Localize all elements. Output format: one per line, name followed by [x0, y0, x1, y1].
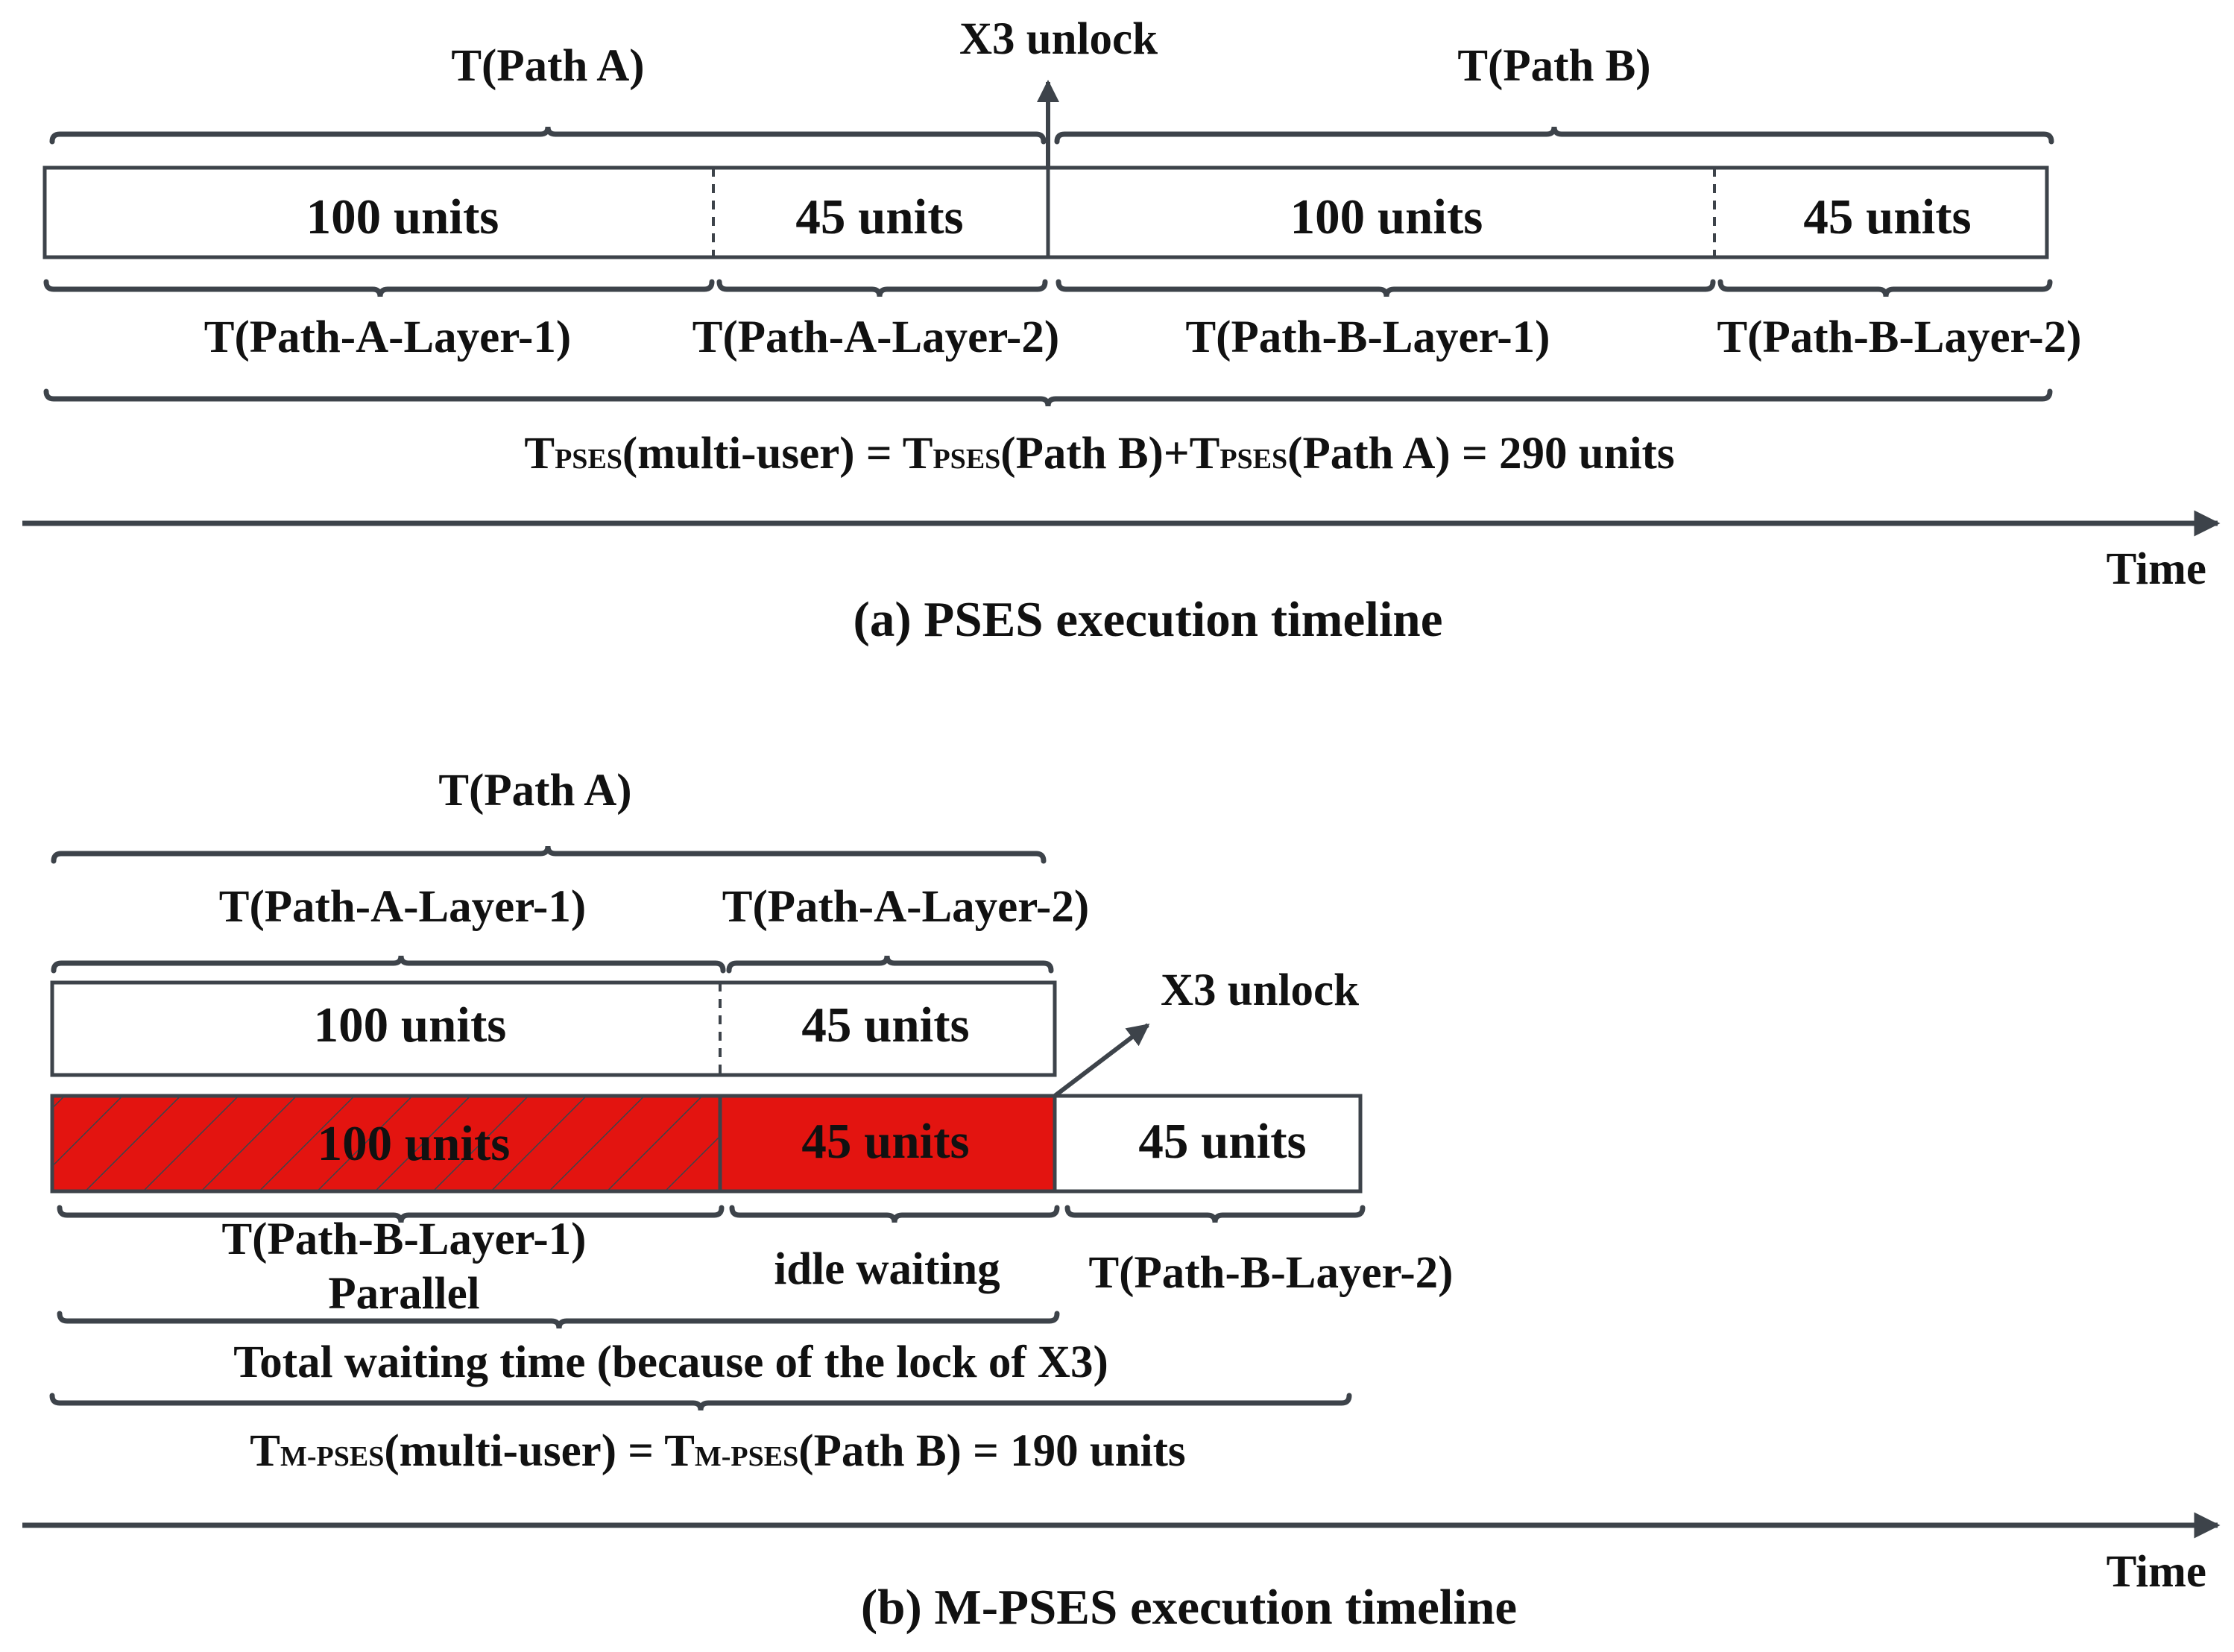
path-b-brace [1054, 126, 2054, 145]
path-b-box [1046, 165, 2049, 259]
bottom-segment-2-value: 45 units [801, 1114, 969, 1169]
parallel-label: Parallel [328, 1269, 479, 1319]
x3-unlock-label: X3 unlock [959, 14, 1158, 64]
segment-b2-value: 45 units [1803, 189, 1971, 245]
mpses-formula: TM-PSES(multi-user) = TM-PSES(Path B) = … [250, 1426, 1185, 1476]
layer-a1-brace-b [51, 955, 726, 974]
parallel-brace [57, 1205, 725, 1223]
path-b-label: T(Path B) [1457, 41, 1650, 91]
layer-b1-label-b: T(Path-B-Layer-1) [221, 1214, 586, 1264]
pses-formula: TPSES(multi-user) = TPSES(Path B)+TPSES(… [524, 429, 1674, 479]
total-brace [43, 388, 2053, 407]
bottom-segment-1-value: 100 units [318, 1116, 511, 1171]
waiting-label: Total waiting time (because of the lock … [233, 1337, 1108, 1387]
layer-b2-segment [1053, 1094, 1363, 1194]
path-a-brace-b [51, 845, 1047, 864]
top-segment-1-value: 100 units [314, 997, 507, 1053]
layer-b1-label: T(Path-B-Layer-1) [1185, 312, 1550, 362]
total-brace-b [49, 1393, 1352, 1411]
layer-b2-label: T(Path-B-Layer-2) [1717, 312, 2081, 362]
x3-unlock-arrow-b [1053, 1023, 1150, 1098]
x3-unlock-label-b: X3 unlock [1161, 965, 1359, 1015]
waiting-brace [57, 1311, 1060, 1329]
layer-a2-brace [716, 279, 1048, 297]
segment-a2-value: 45 units [795, 189, 963, 245]
time-label-b: Time [2107, 1547, 2206, 1597]
layer-a1-label-b: T(Path-A-Layer-1) [219, 882, 586, 932]
layer-b2-brace [1717, 279, 2053, 297]
caption-b: (b) M-PSES execution timeline [861, 1580, 1517, 1635]
parallel-hatch [52, 1096, 720, 1191]
segment-b1-value: 100 units [1290, 189, 1483, 245]
path-a-box-b [50, 980, 1057, 1077]
layer-b2-brace-b [1064, 1205, 1366, 1223]
segment-a1-value: 100 units [306, 189, 499, 245]
layer-a2-label: T(Path-A-Layer-2) [692, 312, 1059, 362]
top-segment-2-value: 45 units [801, 997, 969, 1053]
path-a-label-b: T(Path A) [438, 766, 631, 816]
bottom-segment-3-value: 45 units [1138, 1114, 1306, 1169]
layer-a2-brace-b [726, 955, 1054, 974]
time-label-a: Time [2107, 544, 2206, 594]
caption-a: (a) PSES execution timeline [853, 592, 1443, 647]
layer-b1-brace [1056, 279, 1716, 297]
panel-a: T(Path A) T(Path B) X3 unlock 100 units … [22, 14, 2221, 647]
layer-b2-label-b: T(Path-B-Layer-2) [1088, 1248, 1453, 1298]
layer-a2-label-b: T(Path-A-Layer-2) [722, 882, 1089, 932]
idle-waiting-label: idle waiting [774, 1244, 1000, 1294]
idle-segment [718, 1094, 1057, 1194]
layer-a1-label: T(Path-A-Layer-1) [204, 312, 571, 362]
panel-b: T(Path A) T(Path-A-Layer-1) T(Path-A-Lay… [22, 766, 2221, 1635]
path-a-brace [49, 126, 1047, 145]
path-a-label: T(Path A) [451, 41, 644, 91]
idle-brace [729, 1205, 1060, 1223]
layer-a1-brace [43, 279, 715, 297]
